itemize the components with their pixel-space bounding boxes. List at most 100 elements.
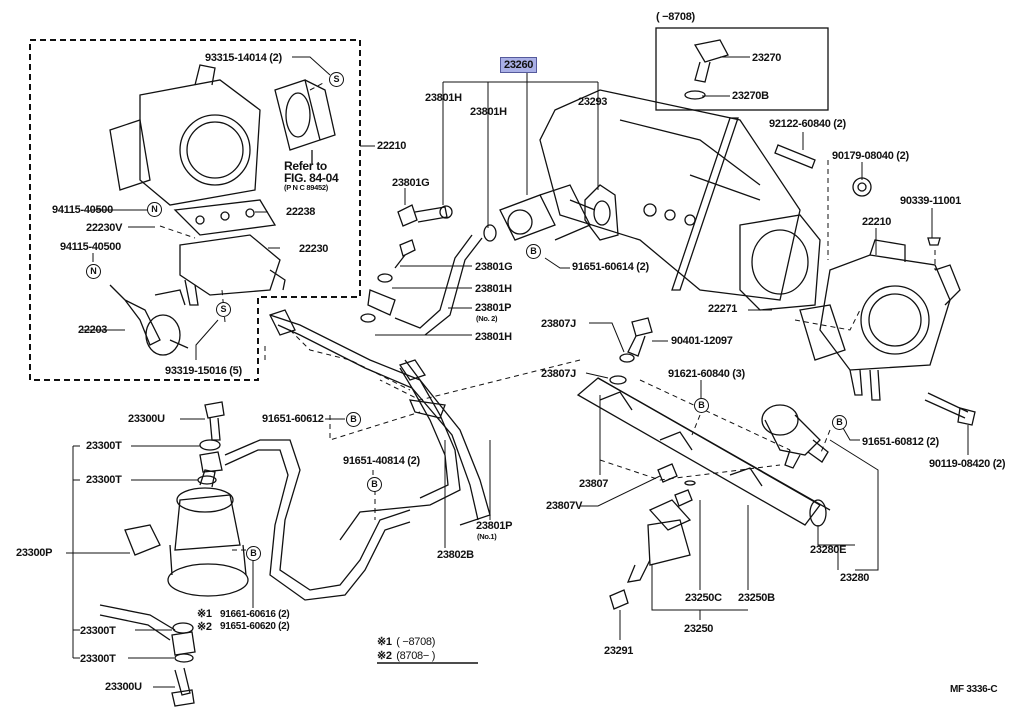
footnote-1: ※1 ( −8708) xyxy=(377,632,435,650)
bolt-90401 xyxy=(627,317,653,357)
part-label-23280E[interactable]: 23280E xyxy=(810,544,847,556)
part-label-90119-08420[interactable]: 90119-08420 (2) xyxy=(929,458,1006,470)
valve-22230 xyxy=(179,234,286,306)
fuel-hose-lower xyxy=(99,604,176,631)
part-label-23250[interactable]: 23250 xyxy=(684,623,714,635)
part-label-23291[interactable]: 23291 xyxy=(604,645,634,657)
washer-23807J-b xyxy=(609,375,627,385)
part-label-23293[interactable]: 23293 xyxy=(578,96,608,108)
part-label-23801H-c[interactable]: 23801H xyxy=(475,283,512,295)
part-label-23807[interactable]: 23807 xyxy=(579,478,609,490)
part-label-23802B[interactable]: 23802B xyxy=(437,549,474,561)
part-label-22238[interactable]: 22238 xyxy=(286,206,316,218)
footnote-2-mark: ※2 xyxy=(377,650,392,662)
refer-note-line1: Refer to xyxy=(284,159,327,173)
part-label-91651-40814[interactable]: 91651-40814 (2) xyxy=(343,455,420,467)
part-label-23300T-b[interactable]: 23300T xyxy=(86,474,122,486)
gasket-22238 xyxy=(173,199,277,236)
union-bolt-23300U-top xyxy=(204,401,225,441)
part-label-23280[interactable]: 23280 xyxy=(840,572,870,584)
mark-s-bottom: S xyxy=(216,302,231,317)
footnote-1-range: ( −8708) xyxy=(396,636,436,648)
throttle-body-right xyxy=(799,239,961,401)
part-label-22210-left[interactable]: 22210 xyxy=(377,140,407,152)
part-label-23807J-a[interactable]: 23807J xyxy=(541,318,576,330)
part-label-23300T-d[interactable]: 23300T xyxy=(80,653,116,665)
part-label-23300P[interactable]: 23300P xyxy=(16,547,53,559)
part-label-94115-40500-a[interactable]: 94115-40500 xyxy=(52,204,113,216)
refer-note[interactable]: Refer to FIG. 84-04 (P N C 89452) xyxy=(284,159,339,192)
part-label-93319-15016[interactable]: 93319-15016 (5) xyxy=(165,365,242,377)
part-label-23300U-top[interactable]: 23300U xyxy=(128,413,165,425)
fuel-pipe-23802B xyxy=(339,359,461,541)
cold-start-injector-23260 xyxy=(499,184,596,241)
part-label-23300T-a[interactable]: 23300T xyxy=(86,440,122,452)
part-label-91651-60612[interactable]: 91651-60612 xyxy=(262,413,324,425)
part-label-23300T-c[interactable]: 23300T xyxy=(80,625,116,637)
mark-b-40814: B xyxy=(367,477,382,492)
mark-s-top: S xyxy=(329,72,344,87)
part-label-23250C[interactable]: 23250C xyxy=(685,592,722,604)
leader-lines xyxy=(66,56,969,688)
part-label-90339-11001[interactable]: 90339-11001 xyxy=(900,195,961,207)
o-ring-23250B xyxy=(684,480,696,486)
fuel-pipe-23801P-no2 xyxy=(367,234,483,336)
bolt-90119 xyxy=(924,392,976,426)
part-label-91621-60840[interactable]: 91621-60840 (3) xyxy=(668,368,745,380)
part-label-22230[interactable]: 22230 xyxy=(299,243,329,255)
footnote-mark-2-inline: ※2 xyxy=(197,621,212,633)
part-label-23801G-a[interactable]: 23801G xyxy=(392,177,430,189)
part-label-23801H-a[interactable]: 23801H xyxy=(425,92,462,104)
inset-box-23270 xyxy=(655,27,829,111)
refer-note-line2: FIG. 84-04 xyxy=(284,171,339,185)
part-label-23801P-no1-sub: (No.1) xyxy=(477,532,497,541)
part-label-23300U-bottom[interactable]: 23300U xyxy=(105,681,142,693)
footnote-mark-1-inline: ※1 xyxy=(197,608,212,620)
figure-code: MF 3336-C xyxy=(950,684,998,695)
part-label-23270[interactable]: 23270 xyxy=(752,52,782,64)
pressure-regulator xyxy=(761,404,829,469)
vacuum-actuator-22203 xyxy=(109,284,189,356)
bolt-23801G-b xyxy=(394,239,416,269)
part-label-90401-12097[interactable]: 90401-12097 xyxy=(671,335,733,347)
part-label-23250B[interactable]: 23250B xyxy=(738,592,775,604)
part-label-91661-60616[interactable]: 91661-60616 (2) xyxy=(220,609,290,620)
fuel-hose-main xyxy=(224,439,411,601)
part-label-92122-60840[interactable]: 92122-60840 (2) xyxy=(769,118,846,130)
part-label-23260[interactable]: 23260 xyxy=(500,57,538,73)
part-label-23801G-b[interactable]: 23801G xyxy=(475,261,513,273)
part-label-23801H-b[interactable]: 23801H xyxy=(470,106,507,118)
part-label-23801P-no2[interactable]: 23801P xyxy=(475,302,512,314)
mark-b-filter: B xyxy=(246,546,261,561)
dipstick-guide xyxy=(671,117,739,291)
part-label-91651-60614[interactable]: 91651-60614 (2) xyxy=(572,261,649,273)
gasket-23300T-c xyxy=(172,622,194,634)
part-label-93315-14014[interactable]: 93315-14014 (2) xyxy=(205,52,282,64)
part-label-23801H-d[interactable]: 23801H xyxy=(475,331,512,343)
part-label-22203[interactable]: 22203 xyxy=(78,324,108,336)
part-label-91651-60620[interactable]: 91651-60620 (2) xyxy=(220,621,290,632)
footnote-2: ※2 (8708− ) xyxy=(377,646,435,664)
part-label-23801P-no1[interactable]: 23801P xyxy=(476,520,513,532)
injector-23250 xyxy=(626,499,692,583)
part-label-22210-right[interactable]: 22210 xyxy=(862,216,892,228)
part-label-23270B[interactable]: 23270B xyxy=(732,90,769,102)
mark-b-60812: B xyxy=(832,415,847,430)
intake-adapter-left xyxy=(274,79,336,165)
fuel-filter-23300P xyxy=(124,469,249,597)
part-label-23807J-b[interactable]: 23807J xyxy=(541,368,576,380)
part-label-94115-40500-b[interactable]: 94115-40500 xyxy=(60,241,121,253)
part-label-23807V[interactable]: 23807V xyxy=(546,500,583,512)
gasket-23300T-a xyxy=(199,439,221,451)
part-label-91651-60812[interactable]: 91651-60812 (2) xyxy=(862,436,939,448)
part-label-90179-08040[interactable]: 90179-08040 (2) xyxy=(832,150,909,162)
union-bolt-23300U-bottom xyxy=(171,667,195,707)
mark-b-91621: B xyxy=(694,398,709,413)
washer-23807J-a xyxy=(619,353,635,363)
union-fitting-top xyxy=(199,451,223,473)
part-label-22230V[interactable]: 22230V xyxy=(86,222,123,234)
gasket-23300T-d xyxy=(174,653,194,663)
throttle-body-group-box xyxy=(29,39,361,381)
part-label-22271[interactable]: 22271 xyxy=(708,303,738,315)
